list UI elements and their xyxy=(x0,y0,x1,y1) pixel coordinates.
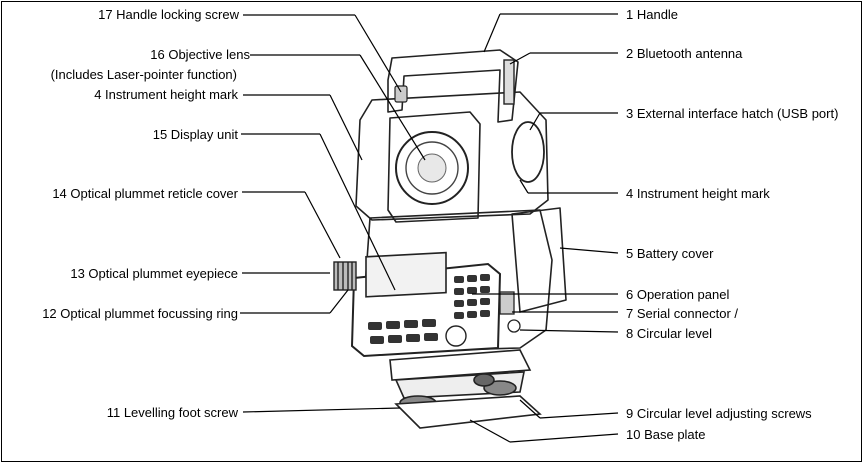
label-objective-lens-note: (Includes Laser-pointer function) xyxy=(50,67,237,82)
serial-connector-drawing xyxy=(499,291,515,315)
handle-screw-drawing xyxy=(394,85,408,103)
leader-lines xyxy=(240,13,619,443)
telescope-housing-drawing xyxy=(387,111,481,223)
label-circular-level-adjusting-screws: 9 Circular level adjusting screws xyxy=(626,406,812,421)
tribrach-drawing xyxy=(389,349,542,429)
base-plate-drawing xyxy=(394,395,542,429)
label-handle: 1 Handle xyxy=(626,7,679,22)
operation-panel-drawing xyxy=(350,251,502,358)
battery-cover-drawing xyxy=(511,207,567,313)
upper-housing-drawing xyxy=(355,91,549,221)
bluetooth-antenna-drawing xyxy=(503,59,515,105)
label-serial-connector: 7 Serial connector / xyxy=(626,306,739,321)
label-objective-lens: 16 Objective lens xyxy=(150,47,250,62)
label-operation-panel: 6 Operation panel xyxy=(626,287,730,302)
label-optical-plummet-reticle-cover: 14 Optical plummet reticle cover xyxy=(52,186,238,201)
label-handle-locking-screw: 17 Handle locking screw xyxy=(98,7,239,22)
plummet-eyepiece-drawing xyxy=(333,261,357,291)
label-battery-cover: 5 Battery cover xyxy=(626,246,714,261)
label-optical-plummet-eyepiece: 13 Optical plummet eyepiece xyxy=(70,266,238,281)
label-optical-plummet-focussing-ring: 12 Optical plummet focussing ring xyxy=(42,306,238,321)
label-levelling-foot-screw: 11 Levelling foot screw xyxy=(106,405,238,420)
label-bluetooth-antenna: 2 Bluetooth antenna xyxy=(626,46,743,61)
circular-level-drawing xyxy=(507,319,521,333)
label-circular-level: 8 Circular level xyxy=(626,326,712,341)
label-instrument-height-mark-right: 4 Instrument height mark xyxy=(626,186,770,201)
interface-hatch-drawing xyxy=(511,121,545,183)
label-instrument-height-mark-left: 4 Instrument height mark xyxy=(94,87,238,102)
label-external-interface-hatch: 3 External interface hatch (USB port) xyxy=(626,106,839,121)
label-display-unit: 15 Display unit xyxy=(152,127,238,142)
label-base-plate: 10 Base plate xyxy=(626,427,706,442)
handle-drawing xyxy=(387,49,519,123)
